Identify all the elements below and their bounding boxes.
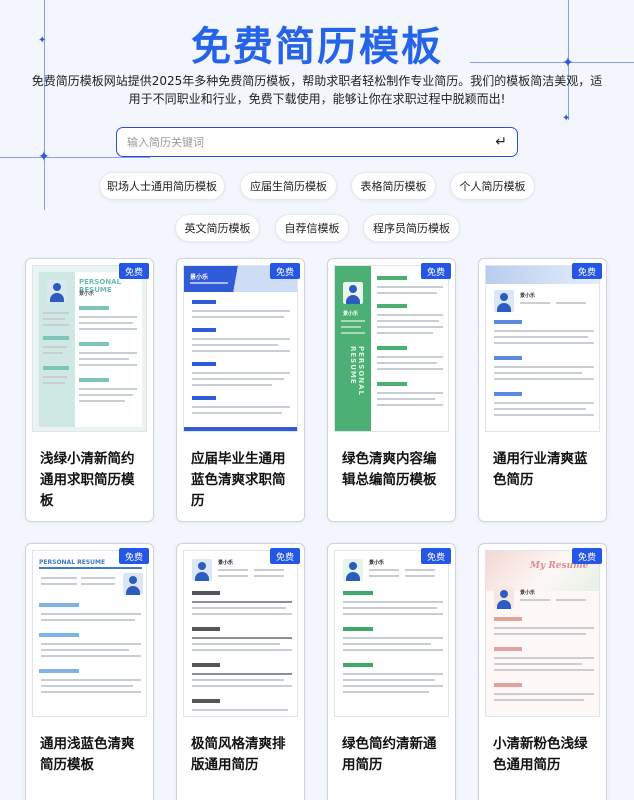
template-thumbnail: PERSONAL RESUME 景小乐 — [32, 265, 147, 432]
template-name-text: 景小乐 — [190, 274, 209, 281]
template-thumbnail: 景小乐 PERSONAL RESUME — [334, 265, 449, 432]
avatar — [47, 280, 67, 302]
free-badge: 免费 — [119, 263, 149, 279]
search-bar: ↵ — [116, 127, 518, 157]
template-thumbnail: 景小乐 — [183, 550, 298, 717]
avatar — [343, 282, 363, 304]
sparkle-icon: ✦ — [562, 55, 574, 71]
template-name-text: 景小乐 — [79, 291, 95, 297]
template-card[interactable]: My Resume 景小乐 免费 小清新粉色浅绿色通用简历 — [478, 543, 607, 800]
sparkle-icon: ✦ — [38, 35, 47, 46]
free-badge: 免费 — [421, 263, 451, 279]
template-name-text: 景小乐 — [520, 293, 536, 299]
template-name-text: 景小乐 — [218, 560, 234, 566]
template-thumbnail: My Resume 景小乐 — [485, 550, 600, 717]
template-header-text: My Resume — [530, 561, 589, 571]
card-title[interactable]: 小清新粉色浅绿色通用简历 — [493, 736, 588, 773]
tag-english-resume[interactable]: 英文简历模板 — [175, 214, 260, 242]
tag-cover-letter[interactable]: 自荐信模板 — [275, 214, 349, 242]
tag-programmer-resume[interactable]: 程序员简历模板 — [363, 214, 460, 242]
avatar — [494, 290, 514, 312]
free-badge: 免费 — [119, 548, 149, 564]
avatar — [343, 559, 363, 581]
avatar — [192, 559, 212, 581]
avatar — [494, 587, 514, 609]
page-title: 免费简历模板 — [191, 24, 443, 70]
template-card[interactable]: 景小乐 PERSONAL RESUME 免费 绿色清爽内容编辑总编简历模板 — [327, 258, 456, 522]
card-title[interactable]: 应届毕业生通用蓝色清爽求职简历 — [191, 451, 286, 509]
template-header-text: PERSONAL RESUME — [39, 559, 106, 566]
template-thumbnail: 景小乐 — [183, 265, 298, 432]
template-name-text: 景小乐 — [369, 560, 385, 566]
free-badge: 免费 — [421, 548, 451, 564]
tag-graduate-resume[interactable]: 应届生简历模板 — [240, 172, 337, 200]
search-input[interactable] — [127, 135, 496, 149]
tag-personal-resume[interactable]: 个人简历模板 — [450, 172, 535, 200]
tag-workplace-resume[interactable]: 职场人士通用简历模板 — [99, 172, 225, 200]
free-badge: 免费 — [270, 263, 300, 279]
sparkle-icon: ✦ — [562, 113, 571, 124]
template-card[interactable]: PERSONAL RESUME 景小乐 免费 浅绿小清新简约通用求职简历模板 — [25, 258, 154, 522]
page-description: 免费简历模板网站提供2025年多种免费简历模板，帮助求职者轻松制作专业简历。我们… — [31, 74, 603, 106]
free-badge: 免费 — [572, 548, 602, 564]
card-title[interactable]: 浅绿小清新简约通用求职简历模板 — [40, 451, 135, 509]
template-header-text: PERSONAL RESUME — [79, 278, 122, 294]
sparkle-icon: ✦ — [38, 149, 50, 165]
template-thumbnail: 景小乐 — [485, 265, 600, 432]
template-card[interactable]: 景小乐 免费 极简风格清爽排版通用简历 — [176, 543, 305, 800]
template-thumbnail: 景小乐 — [334, 550, 449, 717]
free-badge: 免费 — [572, 263, 602, 279]
template-card[interactable]: 景小乐 免费 通用行业清爽蓝色简历 — [478, 258, 607, 522]
template-card[interactable]: 景小乐 免费 应届毕业生通用蓝色清爽求职简历 — [176, 258, 305, 522]
template-thumbnail: PERSONAL RESUME — [32, 550, 147, 717]
template-card[interactable]: 景小乐 免费 绿色简约清新通用简历 — [327, 543, 456, 800]
decorative-line — [0, 157, 150, 158]
card-title[interactable]: 绿色简约清新通用简历 — [342, 736, 437, 773]
card-title[interactable]: 通用行业清爽蓝色简历 — [493, 451, 588, 488]
template-name-text: 景小乐 — [343, 311, 359, 317]
card-title[interactable]: 绿色清爽内容编辑总编简历模板 — [342, 451, 437, 488]
avatar — [123, 573, 143, 595]
enter-icon[interactable]: ↵ — [495, 134, 507, 150]
card-title[interactable]: 极简风格清爽排版通用简历 — [191, 736, 286, 773]
template-name-text: 景小乐 — [520, 590, 536, 596]
card-title[interactable]: 通用浅蓝色清爽简历模板 — [40, 736, 135, 773]
free-badge: 免费 — [270, 548, 300, 564]
template-card[interactable]: PERSONAL RESUME 免费 通用浅蓝色清爽简历模板 — [25, 543, 154, 800]
template-side-text: PERSONAL RESUME — [349, 346, 365, 397]
tag-table-resume[interactable]: 表格简历模板 — [351, 172, 436, 200]
